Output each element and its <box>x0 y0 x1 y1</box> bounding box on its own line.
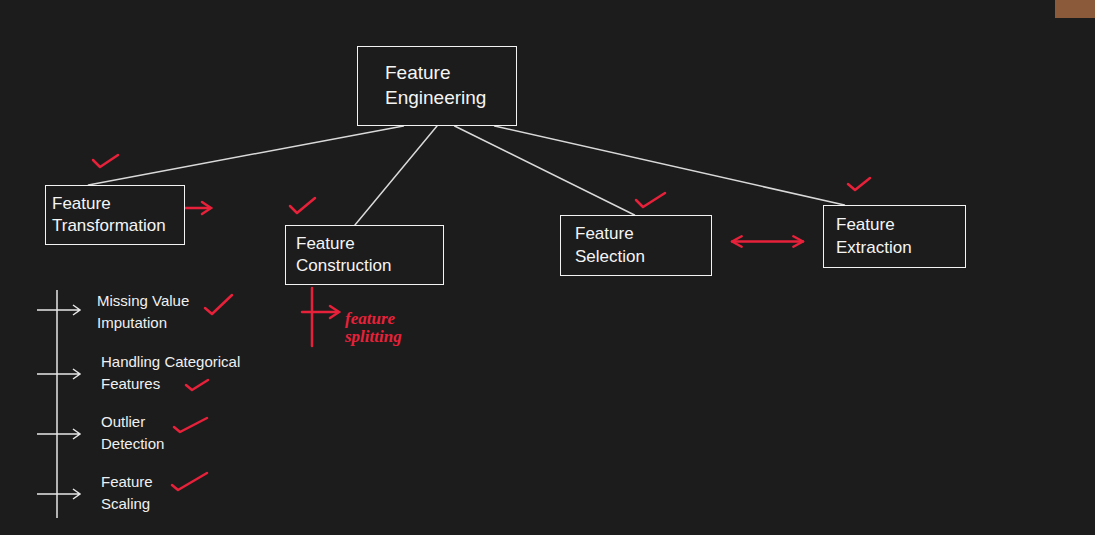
connector <box>455 126 635 215</box>
node-label: Feature Engineering <box>385 61 506 110</box>
list-item: Feature Scaling <box>101 471 186 515</box>
process-box: Feature Engineering <box>357 46 517 126</box>
connector <box>495 126 845 205</box>
list-bracket <box>37 290 80 518</box>
list-item: Handling Categorical Features <box>101 351 261 395</box>
handwritten-note: feature splitting <box>345 310 425 346</box>
process-box: Feature Transformation <box>45 185 185 245</box>
process-box: Feature Selection <box>560 215 712 276</box>
list-item: Outlier Detection <box>101 411 186 455</box>
node-label: Feature Extraction <box>836 214 955 258</box>
node-label: Feature Transformation <box>52 193 180 237</box>
process-box: Feature Construction <box>285 225 444 285</box>
connector <box>355 126 437 225</box>
connector <box>88 126 403 185</box>
node-label: Feature Selection <box>575 223 699 267</box>
node-label: Feature Construction <box>296 233 433 277</box>
connector <box>732 236 803 247</box>
webcam-thumb <box>1055 0 1095 18</box>
process-box: Feature Extraction <box>823 205 966 268</box>
check-marks <box>93 155 870 490</box>
list-item: Missing Value Imputation <box>97 290 212 334</box>
